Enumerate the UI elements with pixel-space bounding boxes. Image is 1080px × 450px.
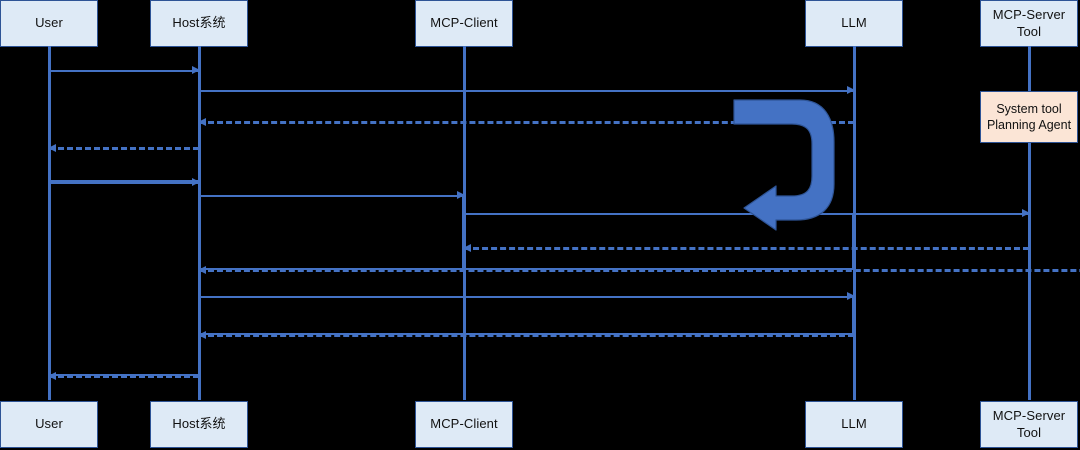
participant-footer-user[interactable]: User [0,401,98,448]
participant-label: MCP-Server Tool [992,7,1066,39]
message-line [464,213,1029,215]
arrowhead-right-icon [192,178,200,186]
note-line-2: Planning Agent [986,118,1072,132]
activation-host-client [198,195,464,270]
arrowhead-left-icon [463,244,471,252]
participant-header-user[interactable]: User [0,0,98,47]
participant-label: User [35,15,63,31]
lifeline-server [1028,46,1031,400]
participant-label: MCP-Server Tool [992,408,1066,440]
note-label: System tool Planning Agent [987,101,1071,134]
participant-header-mcp-client[interactable]: MCP-Client [415,0,513,47]
self-loop-arrow-icon [730,96,840,232]
participant-label: MCP-Client [430,15,498,31]
note-line-1: System tool [996,101,1062,116]
message-line-dashed [199,334,854,337]
arrowhead-left-icon [198,266,206,274]
participant-footer-mcp-client[interactable]: MCP-Client [415,401,513,448]
activation-user-host-upper [48,70,200,182]
participant-label: Host系统 [172,15,226,31]
participant-header-llm[interactable]: LLM [805,0,903,47]
arrowhead-right-icon [847,86,855,94]
arrowhead-right-icon [1022,209,1030,217]
message-line [49,70,199,72]
message-line-dashed [49,375,199,378]
participant-footer-llm[interactable]: LLM [805,401,903,448]
participant-label: LLM [841,15,867,31]
participant-footer-mcp-server-tool[interactable]: MCP-Server Tool [980,401,1078,448]
participant-label: User [35,416,63,432]
message-line [49,182,199,184]
message-line-dashed [199,269,1080,272]
message-line [199,296,854,298]
note-system-tool-planning-agent[interactable]: System tool Planning Agent [980,91,1078,143]
participant-label: Host系统 [172,416,226,432]
arrowhead-left-icon [48,372,56,380]
arrowhead-right-icon [457,191,465,199]
participant-header-mcp-server-tool[interactable]: MCP-Server Tool [980,0,1078,47]
arrowhead-right-icon [192,66,200,74]
activation-host-llm-lower [198,296,854,335]
message-line [199,90,854,92]
arrowhead-left-icon [48,144,56,152]
message-line-dashed [199,121,854,124]
arrowhead-right-icon [847,292,855,300]
message-line [199,195,464,197]
lifeline-llm [853,46,856,400]
arrowhead-left-icon [198,118,206,126]
message-line-dashed [49,147,199,150]
message-line-dashed [464,247,1029,250]
participant-label: LLM [841,416,867,432]
activation-user-host-lower [48,182,200,376]
participant-footer-host[interactable]: Host系统 [150,401,248,448]
participant-label: MCP-Client [430,416,498,432]
participant-header-host[interactable]: Host系统 [150,0,248,47]
arrowhead-left-icon [198,331,206,339]
